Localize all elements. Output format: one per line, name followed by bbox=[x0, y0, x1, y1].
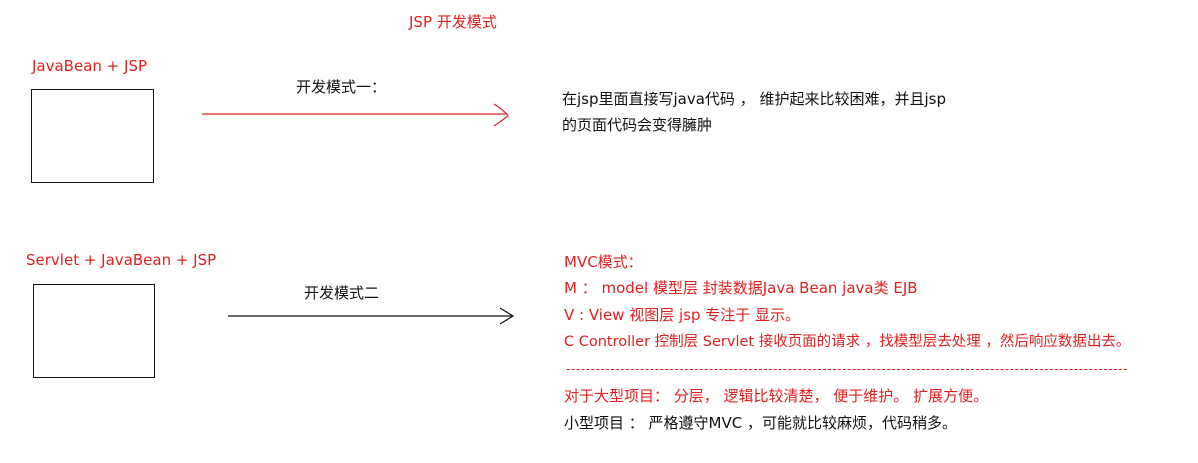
mode1-left-label: JavaBean + JSP bbox=[32, 57, 147, 75]
mode1-box bbox=[31, 89, 154, 183]
mode2-left-label: Servlet + JavaBean + JSP bbox=[26, 251, 217, 269]
mvc-view-line: V : View 视图层 jsp 专注于 显示。 bbox=[564, 306, 801, 324]
mode2-arrow bbox=[228, 307, 515, 325]
mode1-description-line1: 在jsp里面直接写java代码 ， 维护起来比较困难，并且jsp bbox=[562, 90, 946, 108]
divider-line: ----------------------------------------… bbox=[566, 362, 1129, 376]
mvc-controller-line: C Controller 控制层 Servlet 接收页面的请求 ，找模型层去处… bbox=[564, 334, 1131, 350]
large-project-note: 对于大型项目： 分层， 逻辑比较清楚， 便于维护。 扩展方便。 bbox=[564, 387, 989, 405]
small-project-note: 小型项目 ： 严格遵守MVC ，可能就比较麻烦，代码稍多。 bbox=[564, 414, 957, 432]
mvc-title: MVC模式： bbox=[564, 253, 643, 271]
mode1-arrow bbox=[202, 103, 509, 127]
mode1-arrow-label: 开发模式一： bbox=[296, 78, 387, 96]
page-title: JSP 开发模式 bbox=[409, 13, 497, 31]
mode2-box bbox=[33, 284, 155, 378]
mvc-model-line: M ： model 模型层 封装数据Java Bean java类 EJB bbox=[564, 279, 918, 297]
mode1-description-line2: 的页面代码会变得臃肿 bbox=[562, 116, 713, 134]
mode2-arrow-label: 开发模式二 bbox=[304, 284, 380, 302]
